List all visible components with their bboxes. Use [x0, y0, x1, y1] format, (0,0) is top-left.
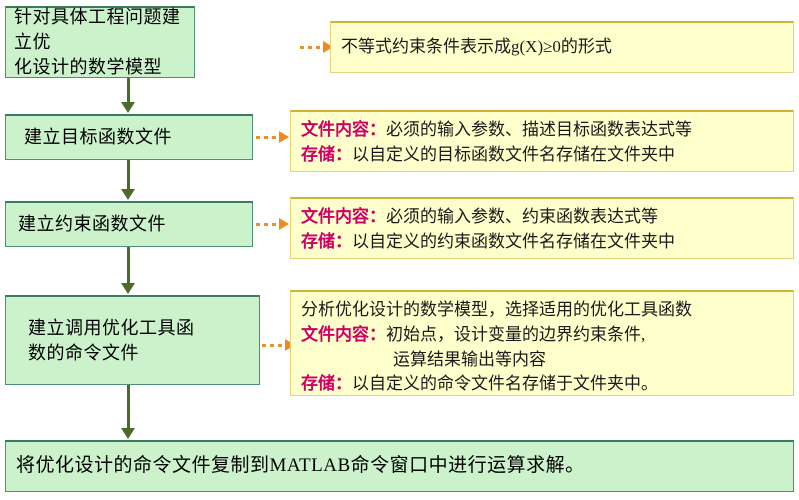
arrowhead-2 [279, 131, 289, 143]
note-line: 运算结果输出等内容 [301, 348, 785, 373]
process-box-step-5[interactable]: 将优化设计的命令文件复制到MATLAB命令窗口中进行运算求解。 [5, 440, 794, 492]
note-box-2-body: 文件内容：必须的输入参数、描述目标函数表达式等存储：以自定义的目标函数文件名存储… [301, 118, 785, 168]
note-box-1-body: 不等式约束条件表示成g(X)≥0的形式 [341, 35, 612, 60]
process-box-step-3-label: 建立约束函数文件 [18, 214, 166, 235]
dotted-line-4 [262, 343, 284, 347]
note-box-3-body: 文件内容：必须的输入参数、约束函数表达式等存储：以自定义的约束函数文件名存储在文… [301, 205, 785, 255]
note-line-label: 存储： [301, 374, 352, 394]
flow-connector-4 [127, 385, 130, 429]
note-box-1: 不等式约束条件表示成g(X)≥0的形式 [330, 21, 794, 73]
dotted-right-arrow-icon-2 [256, 131, 289, 143]
note-line: 存储：以自定义的约束函数文件名存储在文件夹中 [301, 230, 785, 255]
note-line: 存储：以自定义的命令文件名存储于文件夹中。 [301, 372, 785, 397]
process-box-step-2-label: 建立目标函数文件 [24, 127, 172, 148]
note-line: 文件内容：必须的输入参数、描述目标函数表达式等 [301, 118, 785, 143]
note-line-text: 必须的输入参数、约束函数表达式等 [386, 207, 658, 226]
note-box-4-body: 分析优化设计的数学模型，选择适用的优化工具函数文件内容：初始点，设计变量的边界约… [301, 298, 785, 397]
note-line: 存储：以自定义的目标函数文件名存储在文件夹中 [301, 143, 785, 168]
note-line: 文件内容：必须的输入参数、约束函数表达式等 [301, 205, 785, 230]
process-box-step-3[interactable]: 建立约束函数文件 [5, 201, 253, 247]
note-line-text: 必须的输入参数、描述目标函数表达式等 [386, 120, 692, 139]
process-box-step-4[interactable]: 建立调用优化工具函 数的命令文件 [5, 295, 260, 385]
down-arrow-icon-4 [121, 428, 135, 439]
down-arrow-icon-1 [121, 102, 135, 113]
dotted-line-3 [256, 222, 278, 226]
arrowhead-3 [279, 218, 289, 230]
note-line-label: 文件内容： [301, 207, 386, 226]
note-line-label: 文件内容： [301, 120, 386, 139]
note-line-text: 初始点，设计变量的边界约束条件, [386, 324, 646, 344]
flow-connector-3 [127, 247, 130, 284]
note-line-text: 运算结果输出等内容 [393, 349, 546, 369]
process-box-step-2[interactable]: 建立目标函数文件 [5, 114, 253, 160]
flow-connector-1 [127, 78, 130, 103]
note-box-4: 分析优化设计的数学模型，选择适用的优化工具函数文件内容：初始点，设计变量的边界约… [290, 290, 794, 396]
process-box-step-1-label: 针对具体工程问题建立优 化设计的数学模型 [14, 7, 181, 77]
note-box-3: 文件内容：必须的输入参数、约束函数表达式等存储：以自定义的约束函数文件名存储在文… [290, 197, 794, 259]
note-line-text: 以自定义的约束函数文件名存储在文件夹中 [352, 231, 675, 251]
down-arrow-icon-3 [121, 283, 135, 294]
flow-connector-2 [127, 160, 130, 190]
note-line-label: 存储： [301, 231, 352, 251]
process-box-step-4-label: 建立调用优化工具函 数的命令文件 [28, 317, 195, 363]
dotted-right-arrow-icon-3 [256, 218, 289, 230]
note-line: 分析优化设计的数学模型，选择适用的优化工具函数 [301, 298, 785, 323]
dotted-line-1 [300, 45, 322, 49]
dotted-line-2 [256, 135, 278, 139]
note-line: 文件内容：初始点，设计变量的边界约束条件, [301, 323, 785, 348]
note-line-label: 存储： [301, 144, 352, 164]
arrowhead-1 [323, 41, 333, 53]
note-box-2: 文件内容：必须的输入参数、描述目标函数表达式等存储：以自定义的目标函数文件名存储… [290, 110, 794, 172]
process-box-step-1[interactable]: 针对具体工程问题建立优 化设计的数学模型 [5, 6, 195, 78]
process-box-step-5-label: 将优化设计的命令文件复制到MATLAB命令窗口中进行运算求解。 [16, 455, 585, 477]
dotted-right-arrow-icon-1 [300, 41, 333, 53]
note-line-text: 以自定义的命令文件名存储于文件夹中。 [352, 374, 658, 394]
note-line-text: 分析优化设计的数学模型，选择适用的优化工具函数 [301, 300, 692, 319]
note-line-label: 文件内容： [301, 324, 386, 344]
down-arrow-icon-2 [121, 189, 135, 200]
note-line-text: 不等式约束条件表示成g(X)≥0的形式 [341, 37, 612, 57]
note-line: 不等式约束条件表示成g(X)≥0的形式 [341, 35, 612, 60]
note-line-text: 以自定义的目标函数文件名存储在文件夹中 [352, 144, 675, 164]
